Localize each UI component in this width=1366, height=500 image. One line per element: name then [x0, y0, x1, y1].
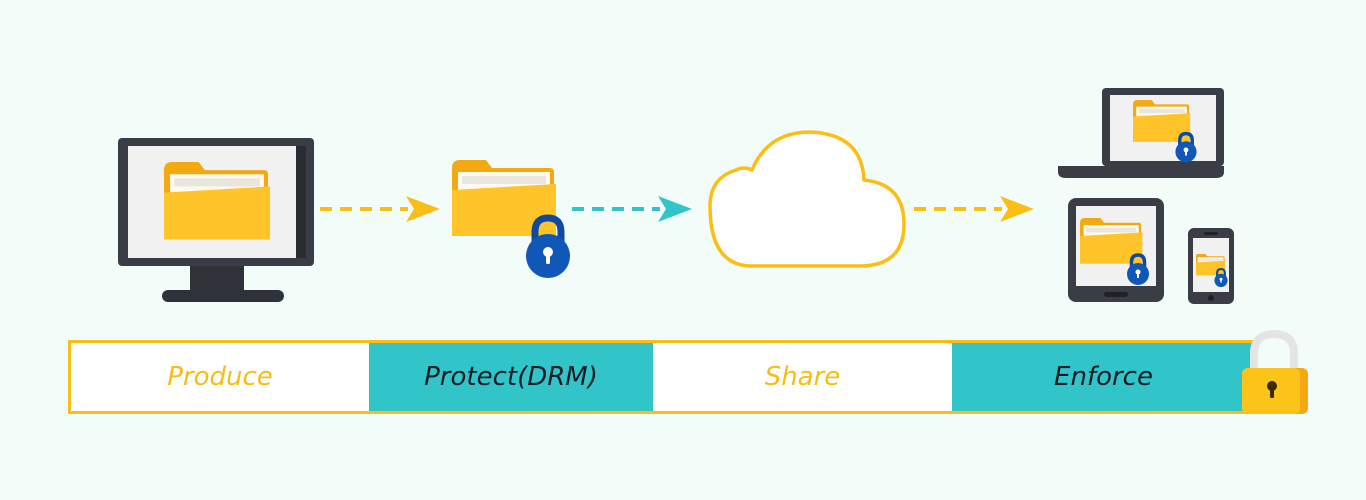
dashed-arrow-icon: [572, 196, 692, 222]
stage-enforce: Enforce: [952, 343, 1255, 411]
drm-flow-diagram: [118, 88, 1234, 304]
desktop-monitor-icon: [118, 138, 314, 302]
dashed-arrow-icon: [320, 196, 440, 222]
stage-bar: Produce Protect(DRM) Share Enforce: [68, 340, 1258, 414]
folder-icon: [164, 162, 271, 240]
laptop-icon: [1058, 88, 1224, 178]
gold-padlock-icon: [1242, 329, 1308, 414]
folder-icon: [1196, 254, 1226, 276]
stage-protect: Protect(DRM): [369, 343, 653, 411]
tablet-icon: [1068, 198, 1164, 302]
dashed-arrow-icon: [914, 196, 1034, 222]
stage-produce: Produce: [71, 343, 369, 411]
cloud-icon: [708, 130, 906, 268]
stage-share: Share: [653, 343, 952, 411]
smartphone-icon: [1188, 228, 1234, 304]
protected-folder: [452, 160, 570, 278]
